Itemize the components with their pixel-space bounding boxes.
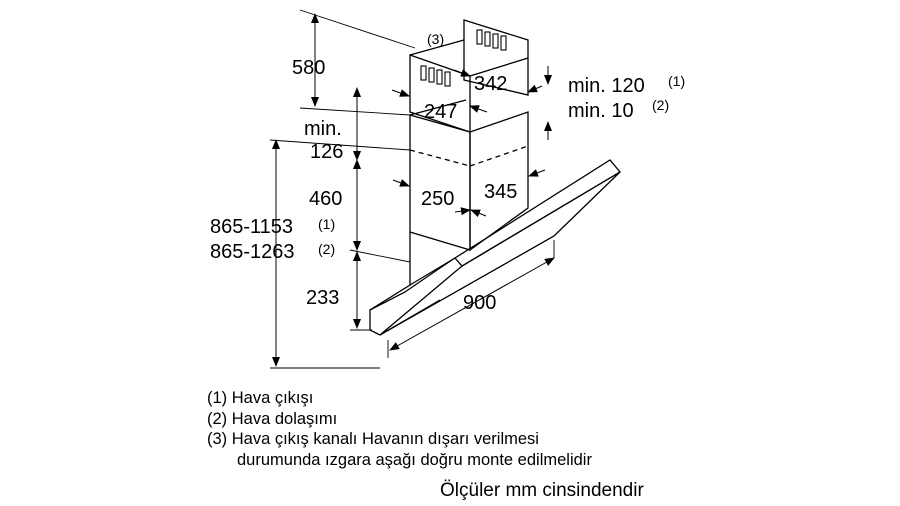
grille-note-mark: (3) (427, 31, 444, 47)
dim-345-label: 345 (484, 181, 517, 203)
height-range-2-label: 865-1263 (210, 241, 295, 263)
chimney-overlap-line (409, 149, 471, 167)
dim-126-label: 126 (310, 141, 343, 163)
min10-mark: (2) (652, 97, 669, 113)
dim-342-label: 342 (474, 73, 507, 95)
units-note: Ölçüler mm cinsindendir (440, 480, 644, 501)
legend-item-3: (3) Hava çıkış kanalı Havanın dışarı ver… (207, 430, 539, 448)
hood-outline (369, 19, 621, 336)
dim-247-arrow-r (469, 105, 488, 113)
dim-342-arrow-l (453, 69, 471, 77)
lower-chimney-front (409, 114, 471, 251)
dim-345-arrow-l (454, 207, 471, 216)
min120-label: min. 120 (568, 75, 645, 97)
min120-mark: (1) (668, 73, 685, 89)
dim-580-label: 580 (292, 57, 325, 79)
legend-item-2: (2) Hava dolaşımı (207, 409, 338, 428)
min-126-label: min. (304, 118, 342, 140)
dim-233-label: 233 (306, 287, 339, 309)
dimension-labels: 580 342 247 min. 126 460 250 345 233 900… (210, 31, 685, 314)
legend-item-1: (1) Hava çıkışı (207, 389, 314, 407)
grille-slots (420, 29, 507, 87)
min10-label: min. 10 (568, 100, 634, 122)
legend-item-3-cont: durumunda ızgara aşağı doğru monte edilm… (237, 450, 592, 469)
dim-460-label: 460 (309, 188, 342, 210)
dim-900-label: 900 (463, 292, 496, 314)
height-range-1-label: 865-1153 (210, 216, 293, 238)
dim-250-label: 250 (421, 188, 454, 210)
height-range-1-mark: (1) (318, 216, 335, 232)
dim-250-arrow-r (470, 209, 487, 218)
dim-250-arrow-l (392, 179, 410, 187)
dim-900-line (389, 257, 555, 351)
dimension-lines (272, 13, 555, 367)
dim-342-arrow-r (527, 84, 543, 93)
dim-345-arrow-r (528, 169, 546, 177)
upper-chimney-back (463, 19, 529, 96)
height-range-2-mark: (2) (318, 241, 335, 257)
dim-247-label: 247 (424, 101, 457, 123)
dim-247-arrow-l (391, 89, 410, 97)
legend: (1) Hava çıkışı (2) Hava dolaşımı (3) Ha… (207, 388, 592, 470)
hood-body (369, 232, 411, 336)
